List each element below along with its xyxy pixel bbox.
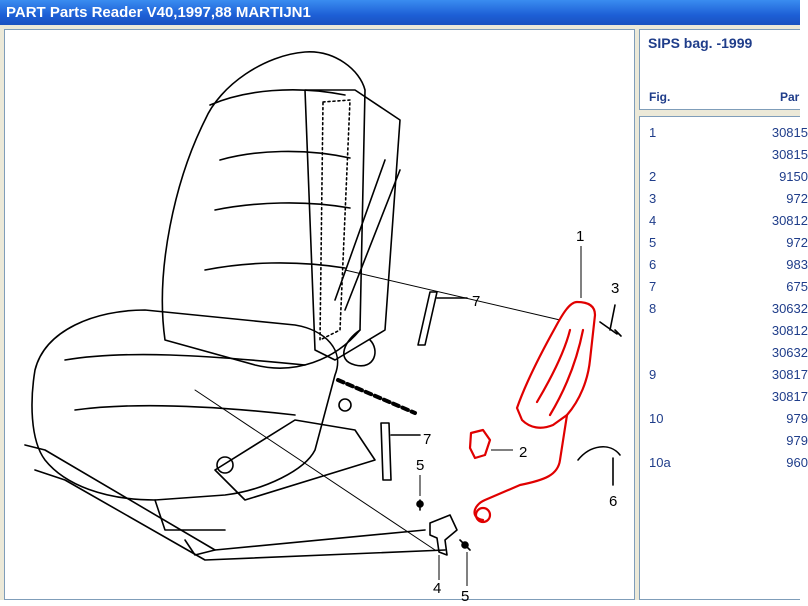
callout-5-lower: 5: [461, 588, 469, 605]
airbag-connector: [474, 506, 492, 524]
window-title-bar: PART Parts Reader V40,1997,88 MARTIJN1: [0, 0, 800, 25]
list-item[interactable]: 30817: [771, 389, 808, 404]
column-header-fig[interactable]: Fig.: [649, 90, 671, 104]
trim-strip-upper: [417, 291, 438, 346]
callout-1: 1: [576, 228, 584, 245]
seat-exploded-diagram: 1 2 3 4 5 5 6 7 7: [24, 51, 622, 605]
column-header-part[interactable]: Par: [780, 90, 800, 104]
callout-6: 6: [609, 493, 617, 510]
list-item[interactable]: 30632: [771, 345, 808, 360]
callout-7-upper: 7: [472, 293, 480, 310]
trim-strip-lower: [380, 422, 392, 481]
mounting-bracket: [429, 514, 458, 556]
callout-7-lower: 7: [423, 431, 431, 448]
callout-2: 2: [519, 444, 527, 461]
seat-back-frame: [304, 89, 401, 361]
list-item[interactable]: 30815: [771, 147, 808, 162]
sips-airbag-module: [515, 300, 597, 429]
airbag-sensor: [468, 428, 492, 460]
list-item[interactable]: 30812: [771, 323, 808, 338]
window-title: PART Parts Reader V40,1997,88 MARTIJN1: [6, 4, 311, 21]
diagram-pane[interactable]: 1 2 3 4 5 5 6 7 7: [4, 29, 635, 605]
callout-4: 4: [433, 580, 441, 597]
seat-rail: [24, 444, 426, 551]
seat-cushion: [31, 309, 339, 501]
parts-list-header: SIPS bag. -1999 Fig. Par: [639, 29, 800, 110]
list-item[interactable]: 979: [786, 433, 808, 448]
seat-back: [161, 51, 366, 369]
callout-3: 3: [611, 280, 619, 297]
parts-list-title: SIPS bag. -1999: [648, 35, 753, 51]
wire-clip: [577, 446, 621, 461]
callout-5-upper: 5: [416, 457, 424, 474]
